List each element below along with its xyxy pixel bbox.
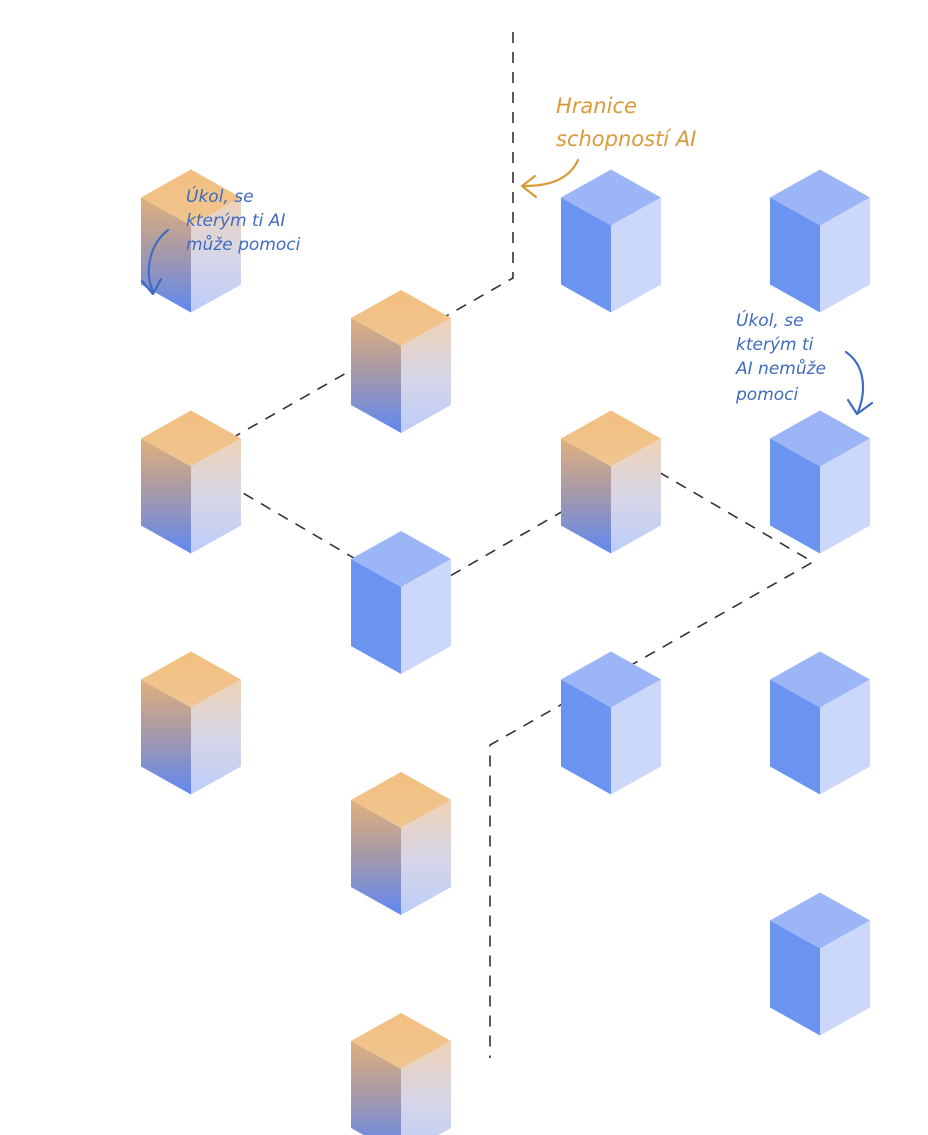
cube-ai-cannot-help: [561, 651, 661, 795]
cube-ai-can-help: [351, 1013, 451, 1135]
boundary-arrowhead-icon: [520, 174, 538, 199]
cube-left-face: [351, 559, 401, 674]
cube-left-face: [561, 197, 611, 313]
cube-right-face: [611, 438, 661, 554]
cannot-help-label-line-2: kterým ti: [736, 335, 814, 355]
can-help-label-line-3: může pomoci: [186, 234, 301, 255]
cube-right-face: [191, 679, 241, 795]
cube-right-face: [611, 197, 661, 313]
cube-ai-can-help: [141, 651, 241, 795]
cube-left-face: [770, 197, 820, 313]
cube-right-face: [401, 1041, 451, 1135]
can-help-annotation: Úkol, se kterým ti AI může pomoci: [140, 185, 301, 296]
boundary-arrow-icon: [522, 158, 580, 188]
task-cubes: [141, 169, 870, 1135]
cannot-help-label-line-1: Úkol, se: [736, 309, 804, 331]
cube-right-face: [611, 679, 661, 795]
cube-right-face: [401, 800, 451, 915]
cannot-help-annotation: Úkol, se kterým ti AI nemůže pomoci: [735, 309, 874, 416]
cannot-help-label-line-3: AI nemůže: [735, 358, 826, 379]
cannot-help-label-line-4: pomoci: [735, 385, 798, 405]
cube-right-face: [820, 679, 870, 795]
cube-left-face: [770, 920, 820, 1036]
can-help-label-line-1: Úkol, se: [186, 185, 254, 207]
cannot-help-arrow-icon: [844, 350, 864, 414]
cube-ai-cannot-help: [770, 169, 870, 313]
cube-ai-cannot-help: [351, 531, 451, 674]
cube-ai-cannot-help: [561, 169, 661, 313]
cube-right-face: [401, 559, 451, 674]
cube-ai-cannot-help: [770, 651, 870, 795]
can-help-arrowhead-icon: [140, 277, 163, 296]
cube-right-face: [191, 438, 241, 554]
cube-ai-cannot-help: [770, 410, 870, 554]
boundary-label-line-1: Hranice: [556, 94, 637, 118]
cube-right-face: [820, 197, 870, 313]
boundary-annotation: Hranice schopností AI: [520, 94, 696, 199]
can-help-arrow-icon: [147, 228, 170, 294]
can-help-label-line-2: kterým ti AI: [186, 211, 285, 231]
cube-left-face: [141, 679, 191, 795]
cube-left-face: [351, 318, 401, 433]
cube-left-face: [561, 679, 611, 795]
cube-left-face: [351, 1041, 401, 1135]
cube-left-face: [770, 438, 820, 554]
cube-right-face: [401, 318, 451, 433]
cube-left-face: [561, 438, 611, 554]
cube-ai-cannot-help: [770, 892, 870, 1036]
cube-right-face: [820, 438, 870, 554]
cube-left-face: [770, 679, 820, 795]
cube-ai-can-help: [351, 772, 451, 915]
cube-right-face: [820, 920, 870, 1036]
cube-ai-can-help: [141, 410, 241, 554]
cube-left-face: [141, 438, 191, 554]
capability-boundary-line: [188, 32, 815, 1058]
cube-ai-can-help: [351, 290, 451, 433]
cube-left-face: [351, 800, 401, 915]
cube-ai-can-help: [561, 410, 661, 554]
cannot-help-arrowhead-icon: [846, 398, 874, 416]
cube-left-face: [141, 197, 191, 313]
cube-ai-can-help: [141, 169, 241, 313]
boundary-label-line-2: schopností AI: [556, 127, 696, 151]
cube-right-face: [191, 197, 241, 313]
